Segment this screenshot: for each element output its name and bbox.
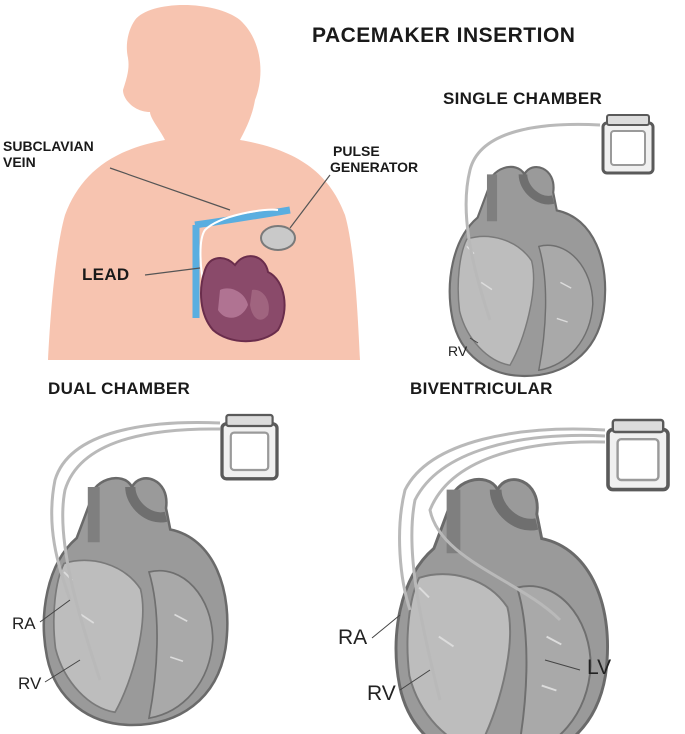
dual-chamber-heart (44, 478, 227, 725)
page-title: PACEMAKER INSERTION (312, 24, 576, 47)
human-silhouette (48, 5, 360, 360)
dual-chamber-rv-label: RV (18, 674, 42, 693)
pulse-generator-label-line2: GENERATOR (330, 159, 419, 175)
pulse-generator-label: PULSE GENERATOR (330, 143, 418, 175)
heart-in-body (200, 255, 286, 343)
subclavian-vein (194, 206, 291, 229)
single-chamber-heart (450, 167, 605, 376)
single-chamber-lead (464, 122, 601, 321)
lead-label: LEAD (82, 265, 130, 284)
biventricular-title: BIVENTRICULAR (410, 379, 553, 398)
dual-chamber-ra-label: RA (12, 614, 36, 633)
biventricular-lv-label: LV (587, 656, 612, 679)
pulse-generator-label-line1: PULSE (333, 143, 380, 159)
subclavian-vein-label-line2: VEIN (3, 154, 36, 170)
biventricular-heart (396, 479, 608, 734)
single-chamber-device (601, 113, 655, 175)
biventricular-ra-label: RA (338, 626, 368, 649)
dual-chamber-title: DUAL CHAMBER (48, 379, 191, 398)
subclavian-vein-label-line1: SUBCLAVIAN (3, 138, 94, 154)
biventricular-device (606, 418, 670, 492)
pulse-generator-in-body (260, 225, 296, 251)
single-chamber-title: SINGLE CHAMBER (443, 89, 603, 108)
subclavian-vein-label: SUBCLAVIAN VEIN (3, 138, 94, 170)
biventricular-rv-label: RV (367, 682, 396, 705)
single-chamber-rv-label: RV (448, 343, 468, 359)
dual-chamber-device (220, 413, 279, 481)
